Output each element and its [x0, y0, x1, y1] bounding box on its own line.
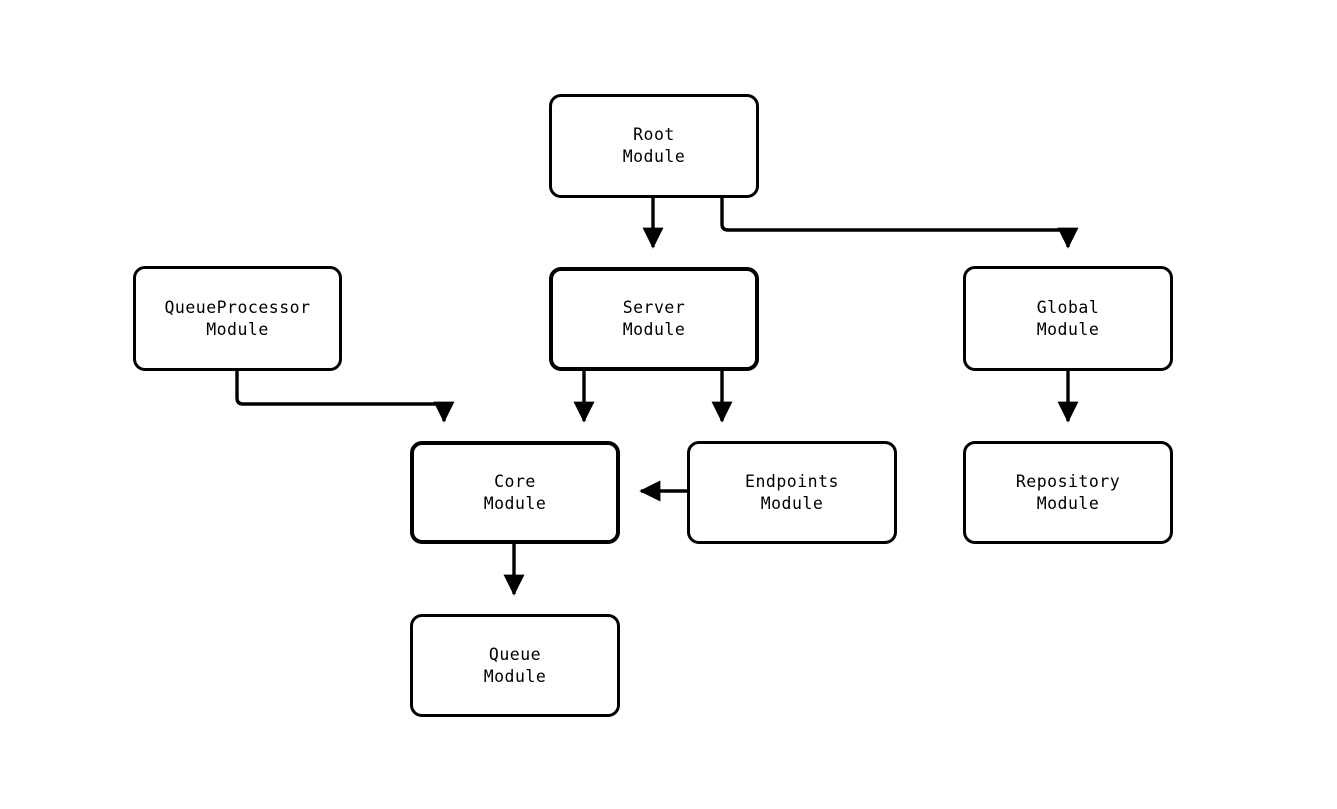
edge-root-to-global [720, 198, 1079, 249]
node-queueprocessor-subtitle: Module [206, 319, 269, 339]
node-root-subtitle: Module [622, 147, 686, 166]
node-endpoints-subtitle: Module [760, 493, 824, 513]
node-server-subtitle: Module [622, 320, 686, 339]
edge-queueprocessor-to-core [235, 371, 455, 423]
node-global-subtitle: Module [1036, 319, 1100, 339]
node-root-title: Root [633, 125, 675, 144]
node-repository-subtitle: Module [1036, 493, 1100, 513]
node-repository-title: Repository [1015, 471, 1121, 491]
node-global-title: Global [1036, 297, 1100, 317]
node-core-subtitle: Module [483, 493, 547, 513]
node-queue-title: Queue [488, 644, 542, 664]
node-queue-subtitle: Module [483, 666, 547, 686]
node-server-title: Server [622, 298, 686, 317]
node-endpoints-title: Endpoints [745, 471, 839, 491]
node-core-title: Core [494, 471, 536, 491]
node-queueprocessor-title: QueueProcessor [164, 297, 311, 317]
